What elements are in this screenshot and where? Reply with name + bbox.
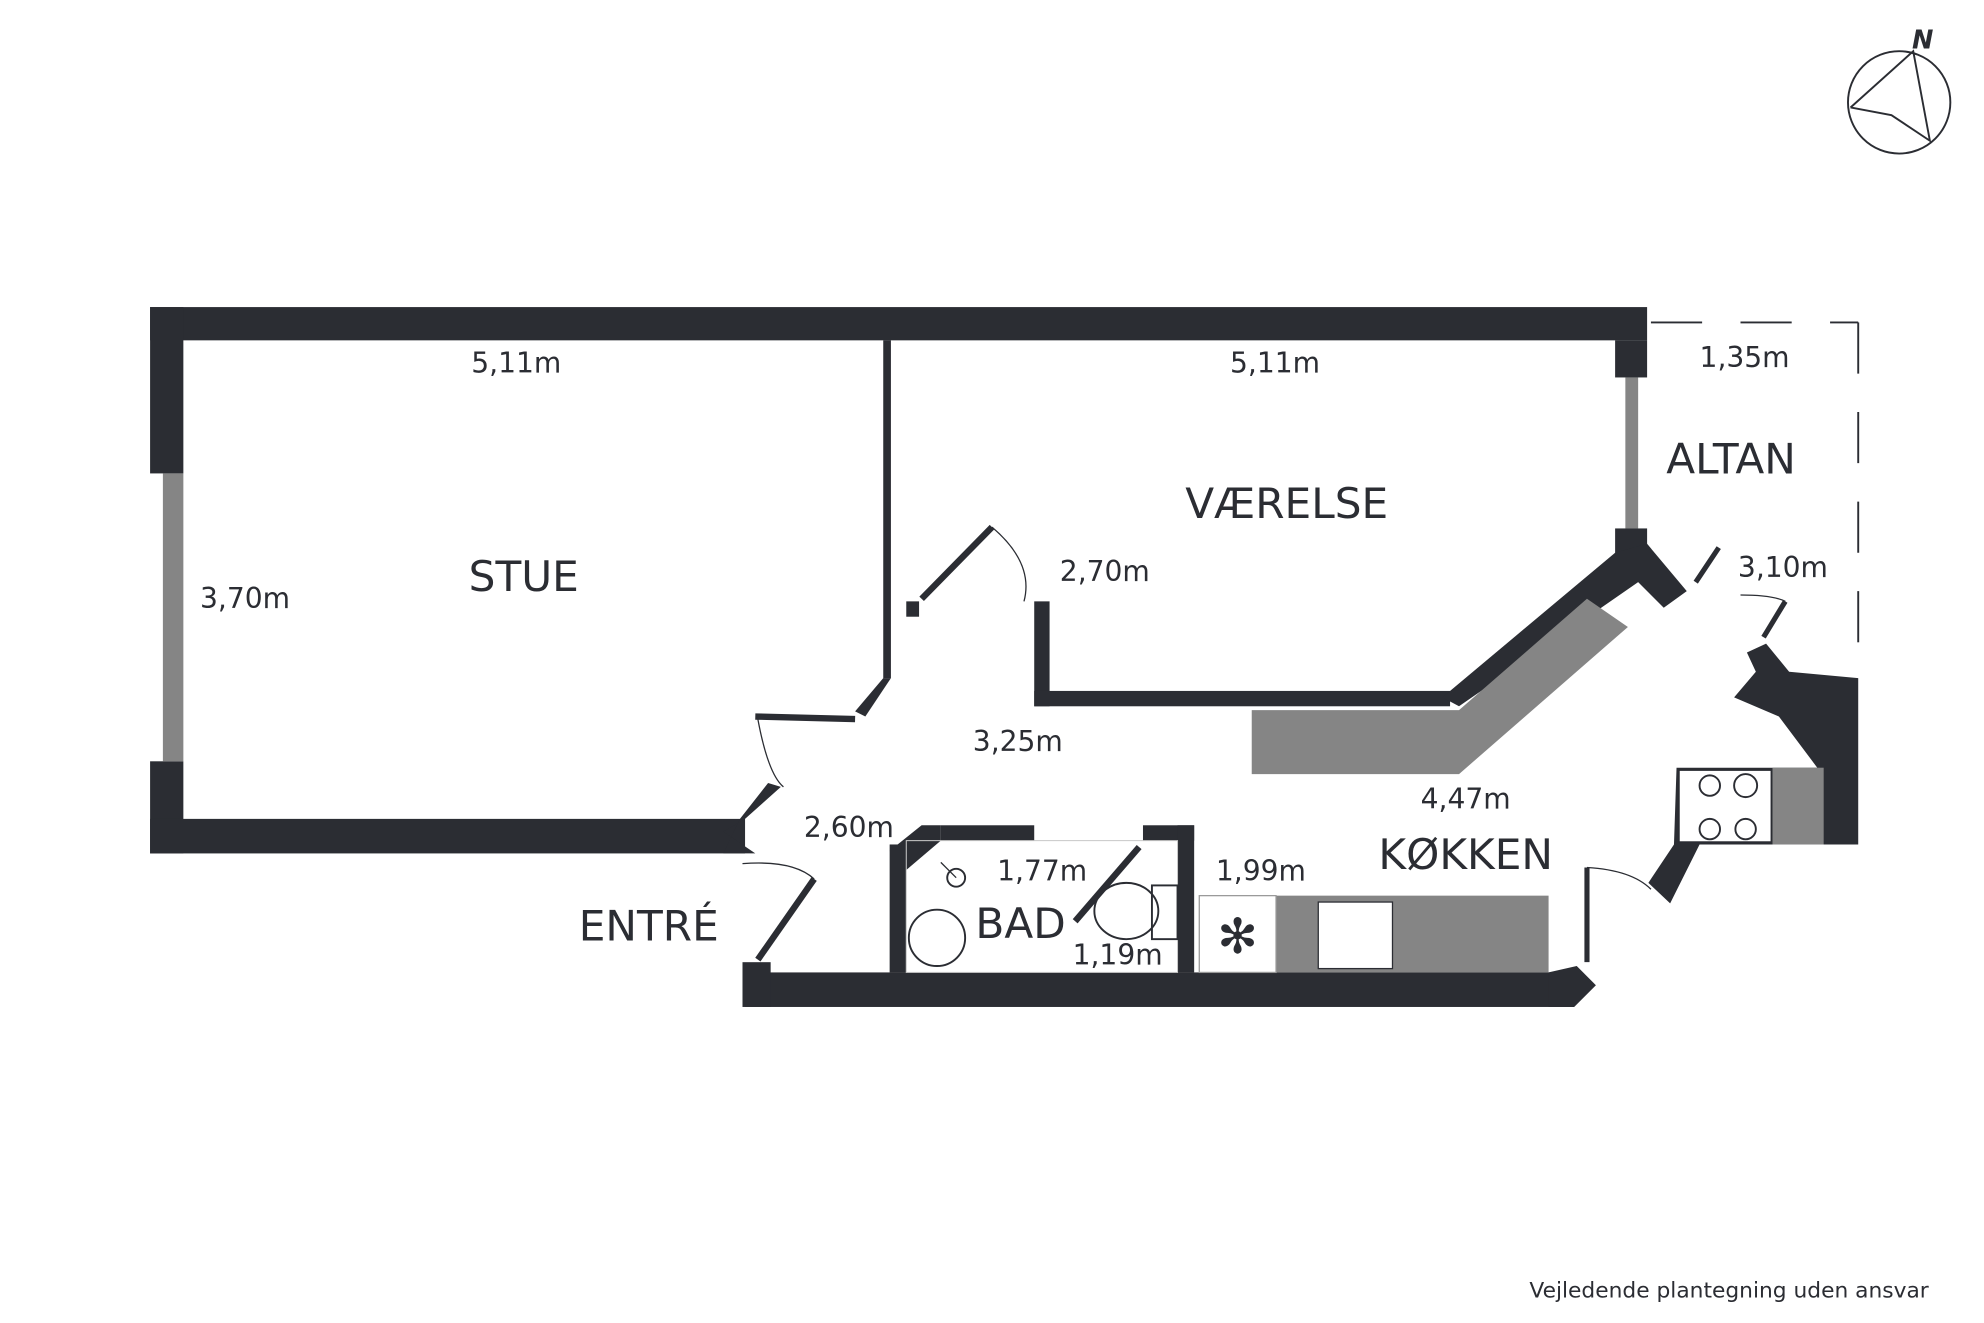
dim-stue-width: 5,11m [471, 346, 561, 379]
compass-north-label: N [1912, 26, 1933, 56]
shower-icon [946, 867, 967, 888]
dim-stue-depth: 3,70m [200, 582, 290, 615]
dim-kokken-depth: 1,99m [1216, 854, 1306, 887]
compass-icon: N [1847, 26, 1952, 155]
kitchen-sink-icon [1317, 901, 1394, 970]
bathroom-fixtures [905, 840, 1179, 973]
room-label-kokken: KØKKEN [1378, 830, 1553, 879]
room-label-bad: BAD [975, 899, 1065, 948]
dim-hall-length: 3,25m [973, 725, 1063, 758]
dim-kokken-length: 4,47m [1421, 783, 1511, 816]
room-label-stue: STUE [469, 552, 579, 601]
dim-bad-width: 1,77m [997, 854, 1087, 887]
dim-altan-depth: 3,10m [1738, 551, 1828, 584]
room-label-entre: ENTRÉ [579, 900, 719, 950]
dim-altan-width: 1,35m [1700, 341, 1790, 374]
fridge-icon [1198, 895, 1277, 974]
sink-icon [907, 908, 967, 967]
kitchen-fixtures: ✻ [1198, 767, 1824, 974]
dim-vaerelse-depth: 2,70m [1060, 555, 1150, 588]
toilet-icon [1093, 881, 1160, 941]
vaerelse-window [1625, 377, 1639, 529]
stue-window [162, 473, 184, 762]
dim-vaerelse-width: 5,11m [1230, 346, 1320, 379]
balcony-outline [1650, 321, 1860, 679]
dim-entre-width: 2,60m [804, 811, 894, 844]
room-label-altan: ALTAN [1666, 434, 1796, 483]
doors [742, 524, 1788, 963]
dim-bad-depth: 1,19m [1073, 939, 1163, 972]
room-label-vaerelse: VÆRELSE [1185, 479, 1388, 528]
svg-text:✻: ✻ [1217, 910, 1258, 964]
disclaimer-text: Vejledende plantegning uden ansvar [1529, 1278, 1928, 1303]
stove-icon [1678, 769, 1772, 843]
